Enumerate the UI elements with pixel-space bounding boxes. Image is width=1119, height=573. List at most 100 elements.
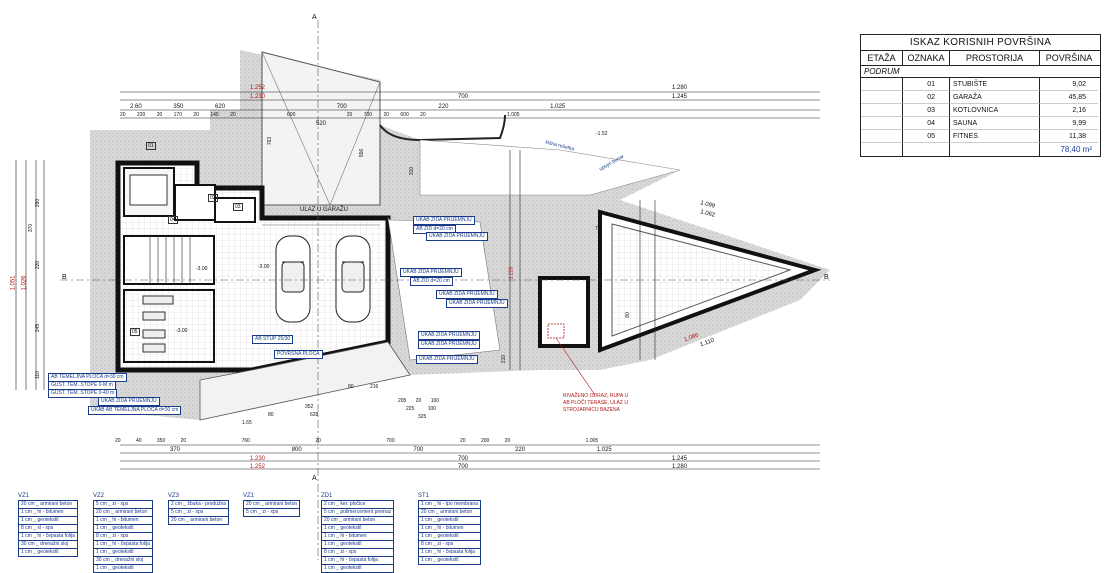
cell-area: 11,38 xyxy=(1040,130,1098,143)
cell-floor xyxy=(861,130,903,143)
legend-title: VZ2 xyxy=(93,493,105,499)
cell-empty xyxy=(903,143,950,156)
dimension-left-110: 110 xyxy=(34,371,41,379)
room-tag: 02 xyxy=(208,194,218,202)
cell-area: 9,02 xyxy=(1040,78,1098,91)
dimension-mid-628: 628 xyxy=(310,412,319,418)
cell-empty xyxy=(861,143,903,156)
dimension-top-outer-d: 1.245 xyxy=(672,94,688,100)
legend-line: 20 cm _ armirani beton xyxy=(18,500,78,509)
cell-code: 02 xyxy=(903,91,950,104)
dimension-row-bottom-3c: 1.245 xyxy=(672,456,688,462)
dim-value: 1.025 xyxy=(596,447,612,453)
legend-line: 1 cm _ hi - bitumen xyxy=(93,517,153,525)
wall-tag: UKAB ZIDA PRIJEMNJU xyxy=(413,216,475,225)
legend-line: 1 cm _ geotekstil xyxy=(321,525,395,533)
dimension-mid-80: 80 xyxy=(268,412,274,418)
legend-line: 30 cm _ drenažni sloj xyxy=(18,541,78,549)
dim-value: 20 xyxy=(156,112,163,118)
axis-label: B xyxy=(824,274,829,281)
dim-value: 20 xyxy=(120,112,126,118)
col-header: PROSTORIJA xyxy=(950,51,1040,65)
table-row: 04 SAUNA 9,99 xyxy=(861,117,1100,130)
total-area: 78,40 m² xyxy=(1060,145,1092,154)
cell-area: 9,99 xyxy=(1040,117,1098,130)
dimension-top-outer-c: 1.280 xyxy=(672,85,688,91)
red-annotation: RIVAŽENO ODRAZ, RUPA U AB PLOČI TERASE, … xyxy=(563,393,629,413)
legend-line: 1 cm _ geotekstil xyxy=(321,541,395,549)
dim-value: 700 xyxy=(363,112,373,118)
car-right xyxy=(335,235,371,323)
legend-line: 1 cm _ hi - čepasta folija xyxy=(18,533,78,541)
dimension-small-310: 310 xyxy=(409,166,416,176)
level-mark: -3.00 xyxy=(196,266,208,272)
legend-line: 2 cm _ ker. pločice xyxy=(321,500,395,509)
dimension-left-370: 370 xyxy=(28,223,35,233)
legend-vz1-b: VZ1 20 cm _ armirani beton 5 cm _ zi - x… xyxy=(243,493,301,517)
dim-value: 800 xyxy=(291,447,302,453)
dim-value: 100 xyxy=(427,406,437,412)
col-header: ETAŽA xyxy=(861,51,903,65)
wall-tag: AB ZID d=20 cm xyxy=(410,277,453,286)
dim-value: 20 xyxy=(193,112,199,118)
dimension-left-220: 220 xyxy=(35,260,42,270)
legend-vz2: VZ2 5 cm _ zi - xps 20 cm _ armirani bet… xyxy=(93,493,153,573)
legend-line: 1 cm _ hi - bitumen xyxy=(321,533,395,541)
dim-value: 350 xyxy=(173,104,184,110)
cell-area: 2,16 xyxy=(1040,104,1098,117)
dimension-row-bottom-2: 370 800 700 220 1.025 xyxy=(170,447,612,453)
wall-tag: UKAB ZIDA PRIJEMNJU xyxy=(436,290,498,299)
legend-line: 1 cm _ geotekstil xyxy=(418,517,481,525)
legend-line: 1 cm _ hi - čepasta folija xyxy=(321,557,395,565)
legend-line: 30 cm _ drenažni sloj xyxy=(93,557,153,565)
legend-line: 20 cm _ armirani beton xyxy=(93,509,153,517)
level-mark: -3.00 xyxy=(176,328,188,334)
dim-value: 140 xyxy=(210,112,219,118)
legend-line: 1 cm _ geotekstil xyxy=(418,533,481,541)
dimension-520: 520 xyxy=(316,121,327,127)
dim-value: 20 xyxy=(180,438,187,444)
table-total-row: 78,40 m² xyxy=(861,143,1100,156)
cell-code: 03 xyxy=(903,104,950,117)
dim-value: 700 xyxy=(386,438,395,444)
dim-value: 40 xyxy=(135,438,142,444)
room-tag: 03 xyxy=(233,203,243,211)
legend-line: 5 cm _ zi - xps xyxy=(93,500,153,509)
cell-empty xyxy=(950,143,1040,156)
dimension-row-bottom-4b: 700 xyxy=(458,464,469,470)
dim-value: 1.005 xyxy=(585,438,599,444)
legend-title: ZD1 xyxy=(321,493,333,499)
dim-value: 700 xyxy=(413,447,424,453)
dimension-small-75: 75 xyxy=(595,226,601,232)
cell-floor xyxy=(861,91,903,104)
dimension-small-80: 80 xyxy=(624,312,631,318)
table-header: ETAŽA OZNAKA PROSTORIJA POVRŠINA xyxy=(861,51,1100,66)
legend-line: 8 cm _ zi - xps xyxy=(418,541,481,549)
legend-line: 1 cm _ hi - čepasta folija xyxy=(418,549,481,557)
legend-line: 5 cm _ polimercement premaz xyxy=(321,509,395,517)
legend-title: VZ1 xyxy=(243,493,255,499)
garage-entry-label: ULAZ U GARAŽU xyxy=(300,207,349,213)
dim-value: 20 xyxy=(420,112,426,118)
dimension-small-210: 210 xyxy=(501,354,508,364)
axis-label: A xyxy=(312,14,317,21)
table-row: 01 STUBIŠTE 9,02 xyxy=(861,78,1100,91)
dimension-row-bottom-3: 1.230 xyxy=(250,456,266,462)
legend-title: ST1 xyxy=(418,493,430,499)
dim-value: 20 xyxy=(460,438,466,444)
dimension-mid-group: 205 20 100 xyxy=(398,398,439,404)
legend-line: 1 cm _ hi - bitumen xyxy=(18,509,78,517)
dimension-left-245: 245 xyxy=(35,323,42,333)
wall-tag: UKAB ZIDA PRIJEMNJU xyxy=(418,331,480,340)
dimension-left-290: 290 xyxy=(35,198,42,208)
legend-line: 5 cm _ zi - xps xyxy=(243,509,301,517)
dim-value: 700 xyxy=(336,104,347,110)
legend-line: 20 cm _ armirani beton xyxy=(321,517,395,525)
dim-value: 225 xyxy=(406,406,415,412)
floor-label: PODRUM xyxy=(861,66,1100,78)
axis-label: A xyxy=(312,475,317,482)
cell-floor xyxy=(861,78,903,91)
dim-value: 1.025 xyxy=(550,104,566,110)
legend-zd1: ZD1 2 cm _ ker. pločice 5 cm _ polimerce… xyxy=(321,493,395,573)
legend-line: 8 cm _ zi - xps xyxy=(321,549,395,557)
